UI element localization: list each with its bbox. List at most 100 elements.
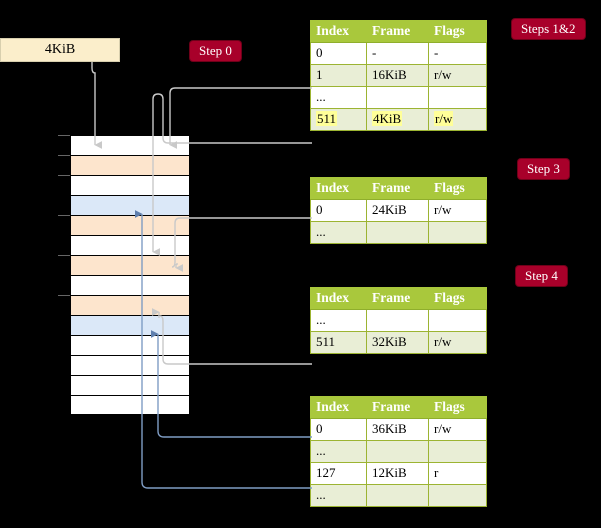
table-cell-idx: 0 — [310, 42, 367, 65]
table-cell-flg — [428, 484, 487, 507]
memory-row-tick — [58, 215, 70, 216]
table-cell-idx: 0 — [310, 418, 367, 441]
physical-memory-column — [70, 135, 190, 415]
table-row: ... — [310, 86, 487, 109]
memory-frame-row — [70, 175, 190, 195]
memory-frame-row — [70, 135, 190, 155]
table-cell-frm — [366, 440, 429, 463]
table-cell-flg: r/w — [428, 199, 487, 222]
column-header-flags: Flags — [428, 20, 487, 43]
table-cell-flg: r — [428, 462, 487, 485]
memory-frame-row — [70, 395, 190, 415]
table-cell-frm: 36KiB — [366, 418, 429, 441]
table-cell-idx: 127 — [310, 462, 367, 485]
memory-frame-row — [70, 195, 190, 215]
table-cell-flg: - — [428, 42, 487, 65]
table-cell-flg — [428, 221, 487, 244]
table-cell-frm: - — [366, 42, 429, 65]
table-cell-frm: 24KiB — [366, 199, 429, 222]
step-badge-step0: Step 0 — [190, 41, 241, 61]
column-header-index: Index — [310, 177, 367, 200]
memory-row-tick — [58, 175, 70, 176]
column-header-frame: Frame — [366, 287, 429, 310]
table-cell-flg: r/w — [428, 418, 487, 441]
table-cell-frm: 12KiB — [366, 462, 429, 485]
table-cell-frm: 16KiB — [366, 64, 429, 87]
table-cell-idx: ... — [310, 484, 367, 507]
wire-pdpt-riser — [171, 217, 312, 268]
column-header-frame: Frame — [366, 20, 429, 43]
column-header-flags: Flags — [428, 396, 487, 419]
memory-row-tick — [58, 295, 70, 296]
source-frame-box: 4KiB — [0, 38, 120, 62]
highlighted-value: r/w — [434, 111, 454, 126]
column-header-flags: Flags — [428, 287, 487, 310]
table-cell-flg — [428, 440, 487, 463]
table-row: ... — [310, 440, 487, 463]
table-cell-frm: 32KiB — [366, 331, 429, 354]
column-header-frame: Frame — [366, 177, 429, 200]
memory-frame-row — [70, 235, 190, 255]
table-cell-frm — [366, 309, 429, 332]
wire-pml4-to-memory-16kib — [169, 87, 312, 149]
memory-frame-row — [70, 355, 190, 375]
table-cell-flg: r/w — [428, 108, 487, 131]
step-badge-steps12: Steps 1&2 — [512, 19, 585, 39]
memory-row-tick — [58, 155, 70, 156]
highlighted-value: 511 — [316, 111, 338, 126]
memory-frame-row — [70, 255, 190, 275]
memory-frame-row — [70, 375, 190, 395]
column-header-index: Index — [310, 396, 367, 419]
table-cell-idx: ... — [310, 309, 367, 332]
table-cell-flg — [428, 86, 487, 109]
table-cell-frm — [366, 484, 429, 507]
table-cell-flg: r/w — [428, 64, 487, 87]
memory-frame-row — [70, 315, 190, 335]
wire-step0-source-to-memory — [91, 62, 102, 149]
table-cell-idx: 511 — [310, 108, 367, 131]
table-cell-flg — [428, 309, 487, 332]
table-row: ... — [310, 309, 487, 332]
column-header-index: Index — [310, 287, 367, 310]
memory-frame-row — [70, 275, 190, 295]
step-badge-step3: Step 3 — [518, 159, 569, 179]
table-row: 0-- — [310, 42, 487, 65]
table-cell-idx: ... — [310, 86, 367, 109]
memory-frame-row — [70, 155, 190, 175]
table-cell-frm — [366, 86, 429, 109]
table-cell-frm: 4KiB — [366, 108, 429, 131]
table-cell-idx: 511 — [310, 331, 367, 354]
table-cell-idx: ... — [310, 440, 367, 463]
table-cell-idx: 1 — [310, 64, 367, 87]
memory-frame-row — [70, 295, 190, 315]
column-header-flags: Flags — [428, 177, 487, 200]
memory-row-tick — [58, 255, 70, 256]
step-badge-step4: Step 4 — [516, 266, 567, 286]
source-frame-label: 4KiB — [44, 42, 76, 57]
memory-row-tick — [58, 135, 70, 136]
table-cell-idx: ... — [310, 221, 367, 244]
table-cell-flg: r/w — [428, 331, 487, 354]
table-cell-idx: 0 — [310, 199, 367, 222]
memory-frame-row — [70, 215, 190, 235]
highlighted-value: 4KiB — [372, 111, 403, 126]
table-cell-frm — [366, 221, 429, 244]
table-row: ... — [310, 484, 487, 507]
memory-frame-row — [70, 335, 190, 355]
column-header-frame: Frame — [366, 396, 429, 419]
table-row: 511 4KiB r/w — [310, 108, 487, 131]
